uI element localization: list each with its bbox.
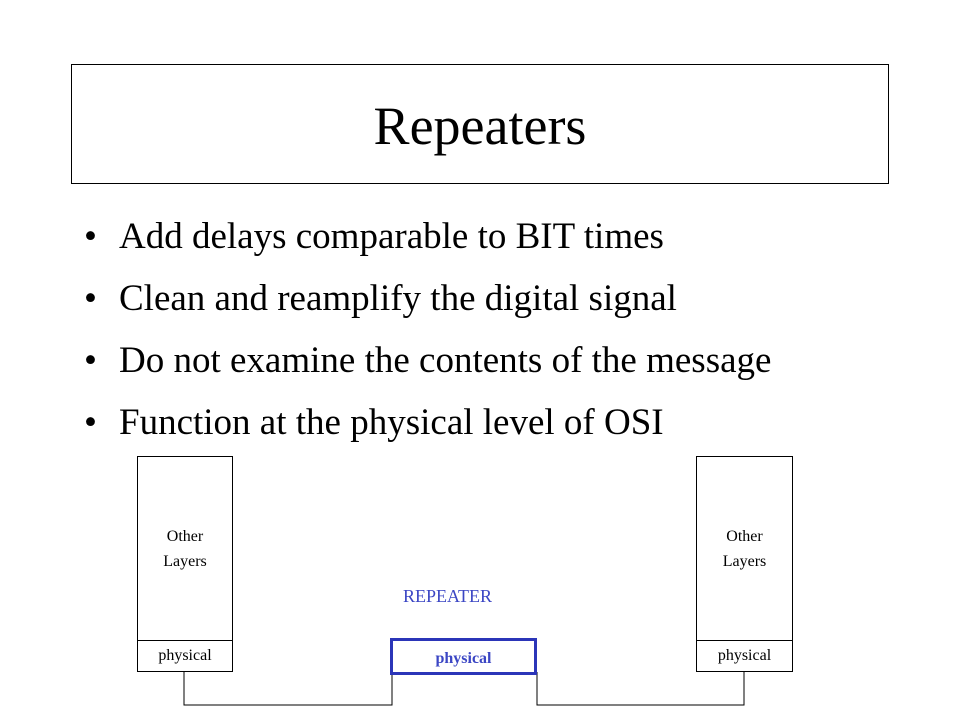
left-wire	[183, 672, 393, 706]
bullet-text: Clean and reamplify the digital signal	[119, 278, 677, 319]
bullet-dot: •	[84, 278, 97, 319]
right-other-layers: Other Layers	[697, 457, 792, 641]
right-other-layers-line2: Layers	[722, 552, 767, 570]
bullet-list: • Add delays comparable to BIT times • Cle…	[84, 218, 771, 466]
repeater-label: REPEATER	[403, 586, 493, 606]
bullet-item: • Add delays comparable to BIT times	[84, 218, 771, 280]
bullet-dot: •	[84, 216, 97, 257]
bullet-text: Add delays comparable to BIT times	[119, 216, 664, 257]
left-other-layers-line2: Layers	[163, 552, 207, 570]
repeater-physical-layer: physical	[390, 638, 537, 675]
bullet-dot: •	[84, 402, 97, 443]
bullet-dot: •	[84, 340, 97, 381]
bullet-item: • Do not examine the contents of the mess…	[84, 342, 771, 404]
bullet-item: • Clean and reamplify the digital signal	[84, 280, 771, 342]
bullet-item: • Function at the physical level of OSI	[84, 404, 771, 466]
left-other-layers: Other Layers	[138, 457, 232, 641]
bullet-text: Function at the physical level of OSI	[119, 402, 664, 443]
title-box: Repeaters	[71, 64, 889, 184]
left-physical-layer: physical	[158, 647, 212, 664]
right-protocol-stack: Other Layers physical	[696, 456, 793, 672]
left-protocol-stack: Other Layers physical	[137, 456, 233, 672]
bullet-text: Do not examine the contents of the messa…	[119, 340, 772, 381]
right-physical-layer: physical	[717, 647, 772, 664]
right-other-layers-line1: Other	[726, 527, 763, 545]
left-other-layers-line1: Other	[166, 527, 204, 545]
slide-title: Repeaters	[373, 96, 587, 156]
right-wire	[536, 672, 745, 706]
